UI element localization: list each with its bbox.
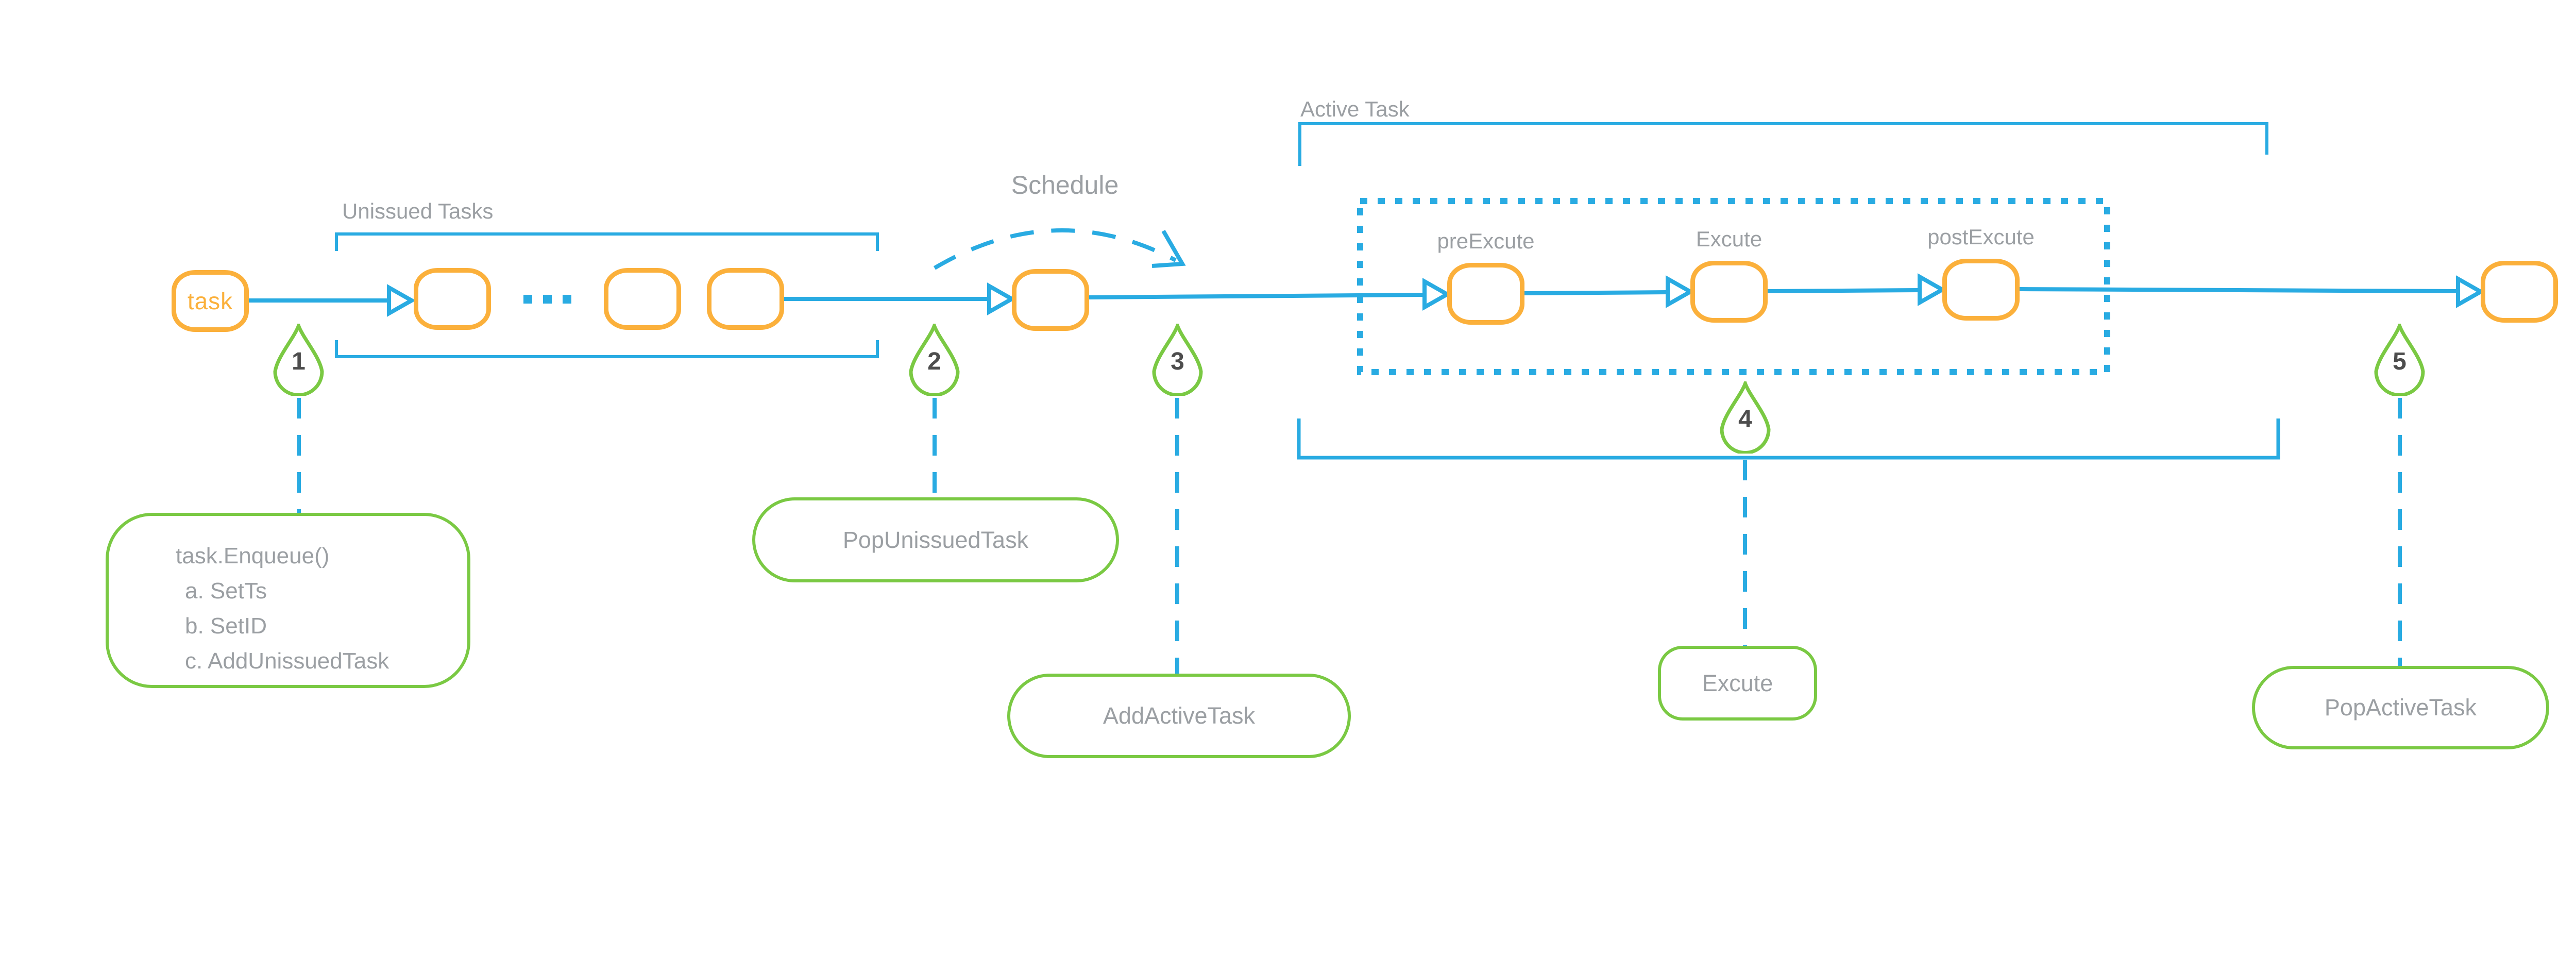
excute-label: Excute	[1696, 227, 1762, 251]
arrow-queue-to-schedule	[783, 282, 1016, 315]
teardrop-icon	[909, 324, 960, 396]
marker-pin-3: 3	[1148, 324, 1207, 396]
marker-pin-4: 4	[1716, 381, 1775, 454]
marker-number: 5	[2393, 348, 2406, 375]
callout-line: b. SetID	[185, 613, 267, 639]
node-preexcute[interactable]	[1447, 263, 1524, 325]
schedule-arc	[933, 228, 1177, 270]
schedule-label: Schedule	[1011, 171, 1119, 199]
active-bottom-bracket	[1297, 418, 2280, 460]
callout-line: task.Enqueue()	[176, 543, 330, 568]
node-excute[interactable]	[1690, 261, 1768, 323]
marker-number: 1	[292, 348, 306, 375]
marker-pin-5: 5	[2370, 324, 2429, 396]
node-queue-item-1[interactable]	[414, 268, 491, 330]
unissued-tasks-label: Unissued Tasks	[342, 199, 494, 223]
node-task[interactable]: task	[172, 270, 249, 332]
node-queue-item-3[interactable]	[707, 268, 784, 330]
schedule-arc-arrowhead	[1151, 229, 1186, 268]
postexcute-label: postExcute	[1927, 225, 2035, 249]
teardrop-icon	[2374, 324, 2425, 396]
callout-line: c. AddUnissuedTask	[185, 648, 389, 674]
callout-pop-active-task: PopActiveTask	[2252, 666, 2549, 749]
active-top-bracket	[1298, 122, 2268, 166]
unissued-top-bracket	[335, 232, 879, 251]
callout-pop-unissued-task: PopUnissuedTask	[752, 497, 1119, 582]
unissued-bottom-bracket	[335, 340, 879, 358]
teardrop-icon	[1720, 381, 1771, 454]
marker-number: 2	[927, 348, 941, 375]
teardrop-icon	[273, 324, 324, 396]
task-node-label: task	[187, 288, 233, 314]
callout-add-active-task: AddActiveTask	[1007, 674, 1351, 758]
callout-line: a. SetTs	[185, 578, 267, 604]
teardrop-icon	[1152, 324, 1203, 396]
arrow-preexcute-to-excute	[1524, 275, 1695, 308]
node-queue-item-2[interactable]	[604, 268, 681, 330]
node-postexcute[interactable]	[1942, 259, 2020, 321]
node-finished-task[interactable]	[2481, 261, 2558, 323]
marker-number: 3	[1171, 348, 1184, 375]
active-steps-dotted-box	[1357, 198, 2110, 375]
arrow-postexcute-to-done	[2019, 275, 2485, 308]
marker-pin-2: 2	[905, 324, 964, 396]
arrow-excute-to-postexcute	[1767, 273, 1947, 306]
active-task-label: Active Task	[1300, 97, 1410, 121]
callout-task-enqueue: task.Enqueue() a. SetTs b. SetID c. AddU…	[106, 513, 470, 688]
queue-ellipsis-dots	[523, 295, 571, 304]
marker-pin-1: 1	[269, 324, 328, 396]
marker-number: 4	[1738, 406, 1752, 433]
arrow-task-to-queue	[249, 284, 416, 317]
preexcute-label: preExcute	[1437, 229, 1535, 253]
node-scheduled-task[interactable]	[1012, 269, 1089, 331]
callout-excute: Excute	[1658, 646, 1817, 721]
arrow-schedule-to-preexcute	[1089, 278, 1452, 311]
